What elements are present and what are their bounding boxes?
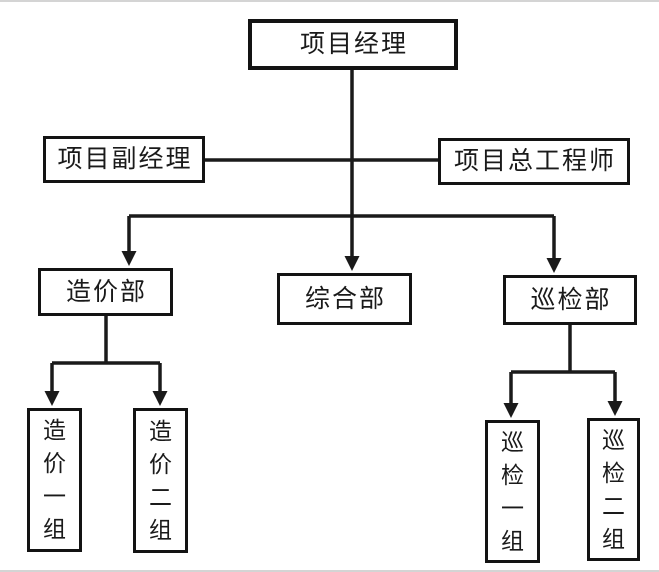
node-cost-group-1-label: 造价一组 [43,417,66,542]
node-deputy-manager: 项目副经理 [43,136,205,183]
scan-edge-bottom [0,570,659,572]
node-inspection-group-1-label: 巡检一组 [501,428,524,554]
arrowhead-cost [121,251,137,266]
arrowhead-cg2 [152,391,168,406]
node-inspection-group-2: 巡检二组 [587,418,640,561]
node-inspection-group-1: 巡检一组 [485,420,540,563]
node-chief-engineer: 项目总工程师 [438,138,630,185]
node-cost-dept: 造价部 [38,268,173,316]
connector-tree [50,70,617,405]
node-cost-group-2: 造价二组 [133,408,188,553]
node-deputy-manager-label: 项目副经理 [57,145,193,173]
arrowhead-general [344,256,360,271]
node-cost-group-1: 造价一组 [27,408,82,552]
arrowhead-cg1 [44,391,60,406]
node-cost-dept-label: 造价部 [65,277,147,306]
node-inspection-dept: 巡检部 [503,275,637,325]
node-general-dept: 综合部 [277,273,412,325]
node-inspection-dept-label: 巡检部 [530,285,612,314]
node-project-manager: 项目经理 [248,19,458,70]
arrowheads [44,251,623,418]
node-project-manager-label: 项目经理 [299,30,408,58]
node-general-dept-label: 综合部 [304,284,386,313]
scan-edge-top [0,0,659,2]
node-inspection-group-2-label: 巡检二组 [602,426,625,552]
arrowhead-ig2 [607,401,623,416]
node-chief-engineer-label: 项目总工程师 [453,147,616,175]
node-cost-group-2-label: 造价二组 [149,417,172,543]
arrowhead-ig1 [503,403,519,418]
arrowhead-inspect [546,258,562,273]
